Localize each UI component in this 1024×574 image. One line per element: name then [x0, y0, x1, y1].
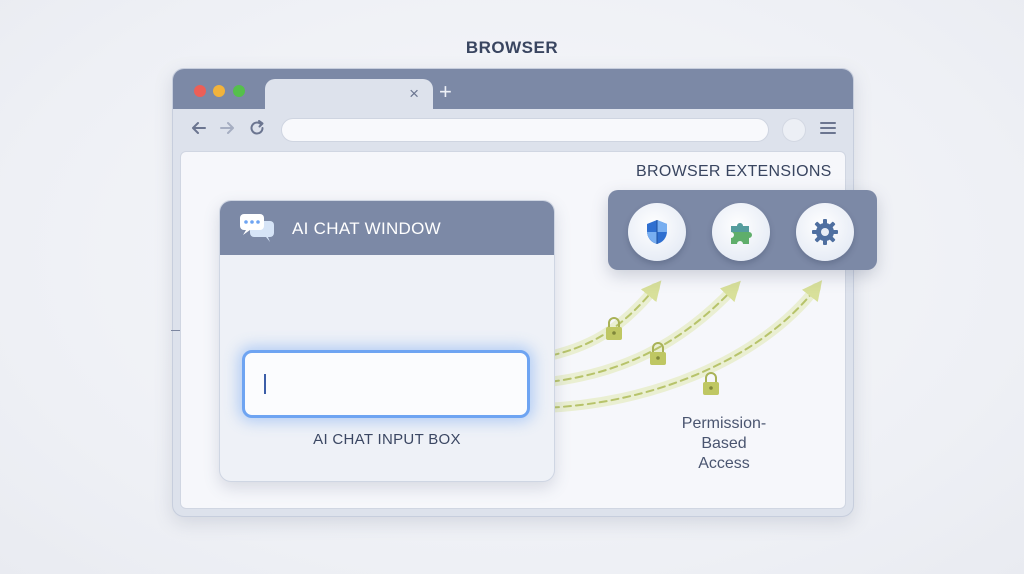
text-caret — [264, 374, 266, 394]
puzzle-extension-button[interactable] — [712, 203, 770, 261]
permission-label-line: Permission- — [681, 415, 767, 432]
ai-chat-input[interactable] — [242, 350, 530, 418]
menu-icon[interactable] — [818, 119, 838, 139]
forward-arrow-icon[interactable] — [217, 118, 237, 138]
browser-tab[interactable]: × — [265, 79, 433, 111]
address-bar[interactable] — [281, 118, 769, 142]
maximize-window-dot[interactable] — [233, 85, 245, 97]
shield-icon — [647, 220, 667, 244]
chat-bubbles-icon — [238, 211, 278, 245]
permission-label-line: Access — [698, 455, 750, 472]
new-tab-icon[interactable]: + — [439, 79, 452, 104]
reload-icon[interactable] — [247, 118, 267, 138]
browser-toolbar — [173, 109, 853, 149]
profile-avatar[interactable] — [782, 118, 806, 142]
extensions-panel — [608, 190, 877, 270]
ai-chat-window: AI CHAT WINDOW — [219, 200, 555, 482]
close-window-dot[interactable] — [194, 85, 206, 97]
browser-label: BROWSER — [465, 38, 559, 57]
back-arrow-icon[interactable] — [189, 118, 209, 138]
chat-input-label: AI CHAT INPUT BOX — [313, 431, 461, 448]
chat-window-header: AI CHAT WINDOW — [220, 201, 554, 255]
chat-window-title: AI CHAT WINDOW — [292, 219, 442, 238]
browser-titlebar: × + — [173, 69, 853, 111]
side-marker — [171, 330, 180, 331]
permission-label: Permission- Based Access — [664, 414, 784, 474]
gear-icon — [812, 219, 838, 245]
permission-label-line: Based — [701, 435, 747, 452]
puzzle-icon — [731, 223, 752, 244]
shield-extension-button[interactable] — [628, 203, 686, 261]
extensions-title: BROWSER EXTENSIONS — [636, 163, 832, 180]
tab-close-icon[interactable]: × — [409, 84, 419, 103]
settings-extension-button[interactable] — [796, 203, 854, 261]
minimize-window-dot[interactable] — [213, 85, 225, 97]
